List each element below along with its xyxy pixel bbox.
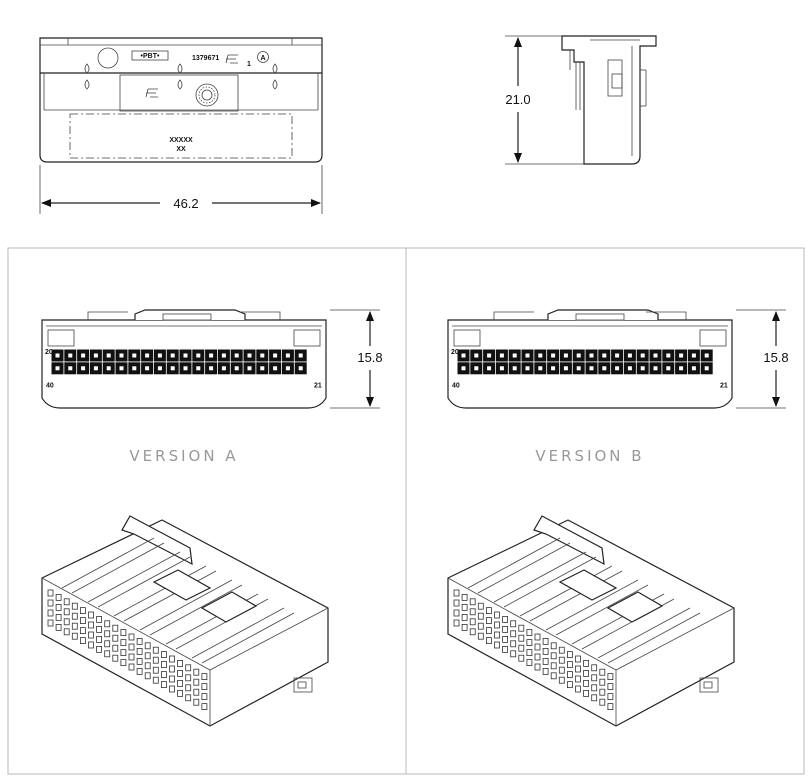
version-label: VERSION B (535, 447, 644, 465)
pin-label-bottom-left: 40 (452, 383, 460, 390)
side-height-value: 21.0 (505, 92, 530, 107)
logo-icon (145, 54, 238, 98)
isometric-view (447, 515, 735, 727)
end-view: 20 40 21 (447, 309, 733, 409)
height-dimension: 15.8 (330, 309, 383, 409)
date-wheel-icon (195, 83, 219, 107)
pin-label-top-left: 20 (45, 349, 53, 356)
material-label-box (131, 50, 169, 61)
pin-grid (51, 349, 307, 375)
connector-side-view (561, 35, 657, 165)
connector-top-view: •PBT• 1379671 1 A XXXXX XX (39, 37, 323, 163)
pin-grid (457, 349, 713, 375)
pin-label-right: 21 (720, 383, 728, 390)
drop-marks (84, 63, 278, 90)
height-dimension: 15.8 (736, 309, 789, 409)
end-view: 20 40 21 (41, 309, 327, 409)
revision-letter: A (260, 55, 265, 62)
code-line-1: XXXXX (169, 137, 193, 144)
material-label: •PBT• (141, 53, 160, 60)
round-feature-icon (97, 47, 119, 69)
isometric-view (41, 515, 329, 727)
version-label: VERSION A (129, 447, 238, 465)
code-line-2: XX (176, 146, 186, 153)
small-digit: 1 (247, 61, 251, 68)
width-dimension: 46.2 (39, 165, 323, 214)
part-number: 1379671 (192, 55, 219, 62)
height-dimension-value: 15.8 (357, 350, 382, 365)
pin-label-top-left: 20 (451, 349, 459, 356)
width-dimension-value: 46.2 (173, 196, 198, 211)
height-dimension-value: 15.8 (763, 350, 788, 365)
pin-label-right: 21 (314, 383, 322, 390)
pin-label-bottom-left: 40 (46, 383, 54, 390)
height-dimension-side: 21.0 (505, 35, 584, 165)
revision-circle-icon (257, 51, 269, 63)
